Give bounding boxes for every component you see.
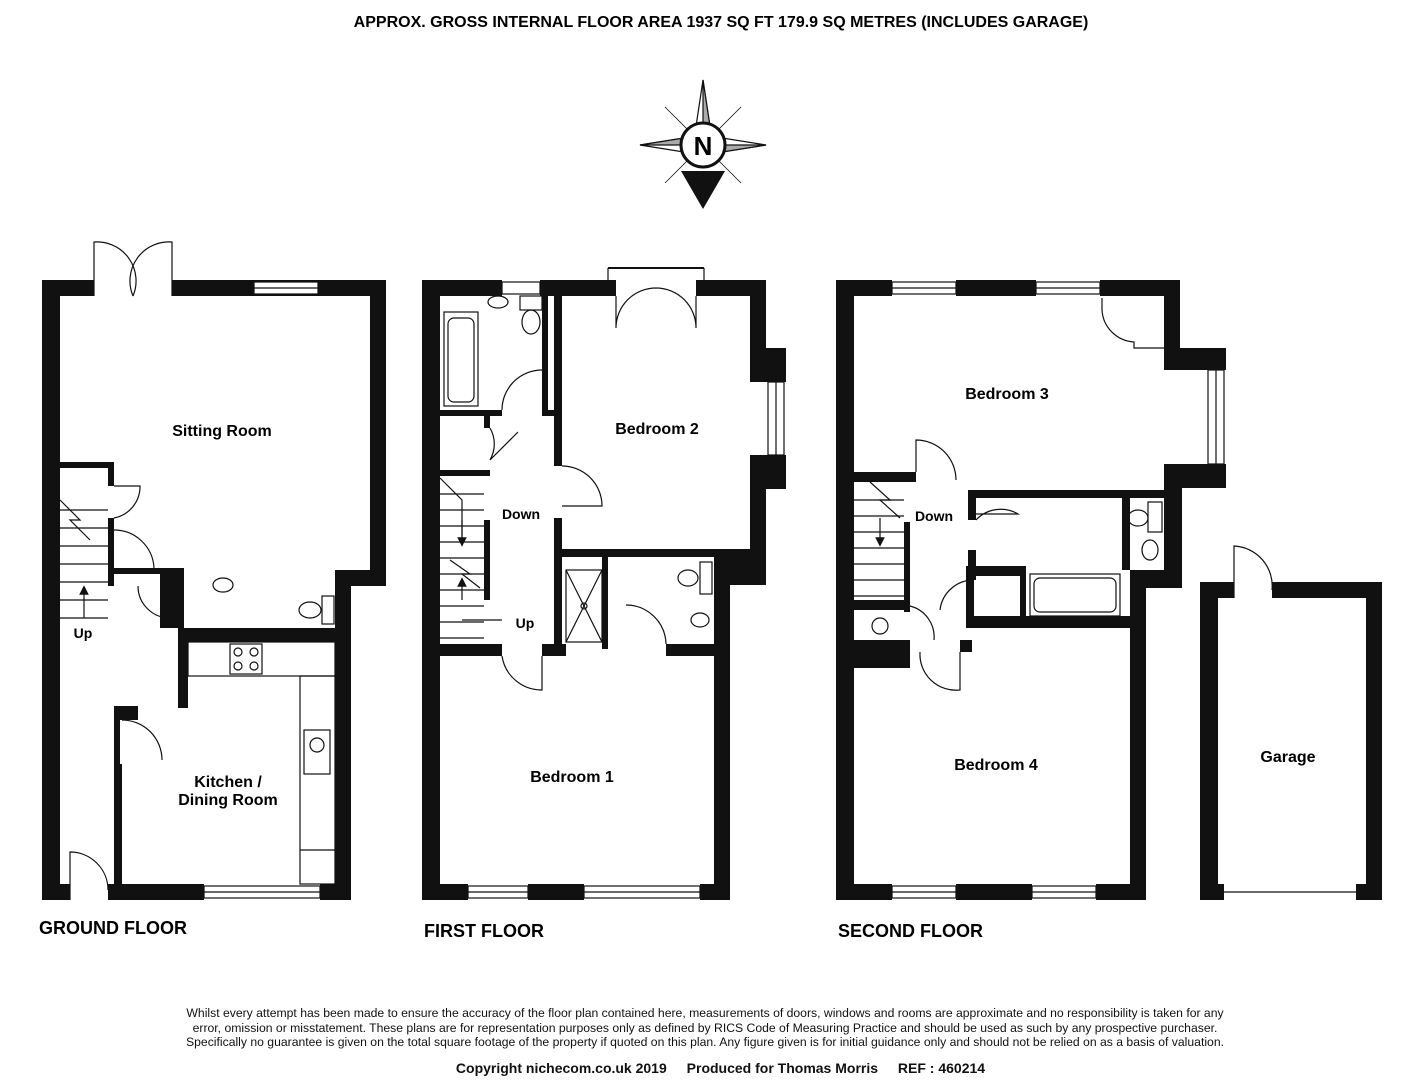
room-kitchen-line2: Dining Room	[178, 792, 278, 809]
compass-icon: N	[639, 79, 767, 209]
room-kitchen-line1: Kitchen /	[194, 774, 262, 791]
footer-produced: Produced for Thomas Morris	[686, 1060, 879, 1076]
stairs-down-first: Down	[502, 506, 540, 522]
compass-letter: N	[694, 131, 713, 161]
footer-copyright: Copyright nichecom.co.uk 2019	[455, 1060, 667, 1076]
second-floor-label: SECOND FLOOR	[838, 921, 983, 941]
ground-floor-label: GROUND FLOOR	[39, 918, 187, 938]
ground-floor-plan	[42, 280, 386, 900]
stairs-up-first: Up	[516, 615, 535, 631]
room-bedroom-3: Bedroom 3	[965, 386, 1049, 403]
disclaimer-line: Specifically no guarantee is given on th…	[186, 1035, 1224, 1049]
garage-plan	[1200, 582, 1382, 900]
footer-ref: REF : 460214	[897, 1060, 986, 1076]
disclaimer-line: error, omission or misstatement. These p…	[192, 1020, 1218, 1035]
area-header: APPROX. GROSS INTERNAL FLOOR AREA 1937 S…	[354, 14, 1089, 31]
first-floor-plan	[422, 280, 786, 900]
room-bedroom-2: Bedroom 2	[615, 421, 699, 438]
stairs-down-second: Down	[915, 508, 953, 524]
garage-fixtures	[1224, 545, 1356, 893]
first-floor-label: FIRST FLOOR	[424, 921, 544, 941]
stairs-up-ground: Up	[74, 625, 93, 641]
disclaimer: Whilst every attempt has been made to en…	[100, 1006, 1310, 1050]
disclaimer-line: Whilst every attempt has been made to en…	[186, 1006, 1224, 1020]
first-floor-fixtures	[439, 267, 785, 899]
second-floor-fixtures	[854, 281, 1225, 899]
room-bedroom-1: Bedroom 1	[530, 769, 614, 786]
footer: Copyright nichecom.co.uk 2019 Produced f…	[0, 1060, 1411, 1076]
ground-floor-fixtures	[59, 241, 336, 900]
room-sitting: Sitting Room	[172, 423, 272, 440]
room-garage: Garage	[1260, 749, 1315, 766]
room-bedroom-4: Bedroom 4	[954, 757, 1038, 774]
second-floor-plan	[836, 280, 1226, 900]
